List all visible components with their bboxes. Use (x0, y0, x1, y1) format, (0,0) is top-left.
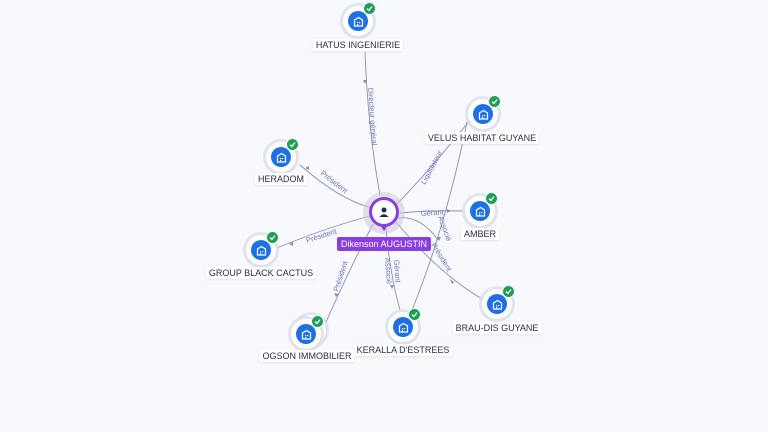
edge-label-gerant-keralla: Gérant (392, 260, 403, 284)
verified-check-icon (266, 231, 279, 244)
edge-label-president-group: Président (305, 226, 339, 245)
company-label-heradom[interactable]: HERADOM (254, 173, 308, 185)
person-icon (379, 207, 389, 217)
company-node-hatus[interactable] (343, 2, 376, 36)
company-label-keralla[interactable]: KERALLA D'ESTREES (353, 344, 453, 356)
building-icon (475, 206, 486, 217)
company-label-amber[interactable]: AMBER (460, 228, 500, 240)
verified-check-icon (485, 192, 498, 205)
arrowhead (447, 209, 451, 213)
arrowhead (305, 166, 309, 170)
edge-hatus (364, 51, 381, 196)
verified-check-icon (502, 285, 515, 298)
company-label-hatus[interactable]: HATUS INGENIERIE (312, 39, 404, 51)
building-icon (276, 152, 287, 163)
arrowhead (450, 279, 454, 284)
edge-ogson (325, 223, 374, 323)
edge-label-president-braudis: Président (429, 241, 454, 273)
edge-braudis (395, 221, 485, 301)
company-label-ogson[interactable]: OGSON IMMOBILIER (259, 350, 355, 362)
building-icon (353, 16, 364, 27)
edge-group-black-cactus (276, 215, 371, 249)
building-icon (301, 329, 312, 340)
arrowhead (437, 237, 441, 241)
edge-label-associe-keralla: Associé (383, 258, 394, 285)
verified-check-icon (286, 138, 299, 151)
edge-amber (399, 210, 463, 214)
edge-label-president-heradom: Président (319, 168, 350, 195)
building-icon (398, 322, 409, 333)
verified-check-icon (363, 2, 376, 15)
company-node-amber[interactable] (465, 192, 498, 226)
company-label-group-black-cactus[interactable]: GROUP BLACK CACTUS (205, 267, 317, 279)
edge-label-directeur: Directeur général (366, 88, 379, 146)
arrowhead (390, 285, 394, 289)
arrowhead (363, 80, 367, 84)
building-icon (256, 245, 267, 256)
company-label-braudis[interactable]: BRAU-DIS GUYANE (452, 322, 542, 334)
verified-check-icon (311, 315, 324, 328)
verified-check-icon (488, 95, 501, 108)
company-node-heradom[interactable] (266, 138, 299, 172)
edge-label-gerant-amber: Gérant (421, 207, 445, 218)
arrowhead (289, 242, 293, 246)
building-icon (492, 299, 503, 310)
edge-label-liquidateur: Liquidateur (419, 149, 445, 186)
person-pin (380, 225, 388, 231)
edge-velus (395, 119, 471, 206)
person-name-label[interactable]: Dikenson AUGUSTIN (336, 237, 432, 251)
company-node-velus[interactable] (468, 95, 501, 129)
building-icon (478, 109, 489, 120)
company-node-braudis[interactable] (482, 285, 515, 319)
edge-velus-2 (409, 121, 468, 316)
person-node[interactable] (369, 197, 399, 227)
verified-check-icon (408, 308, 421, 321)
company-node-keralla[interactable] (388, 308, 421, 342)
company-node-group-black-cactus[interactable] (246, 231, 279, 265)
company-node-ogson[interactable] (291, 315, 326, 349)
arrowhead (334, 293, 339, 297)
company-label-velus[interactable]: VELUS HABITAT GUYANE (424, 132, 540, 144)
